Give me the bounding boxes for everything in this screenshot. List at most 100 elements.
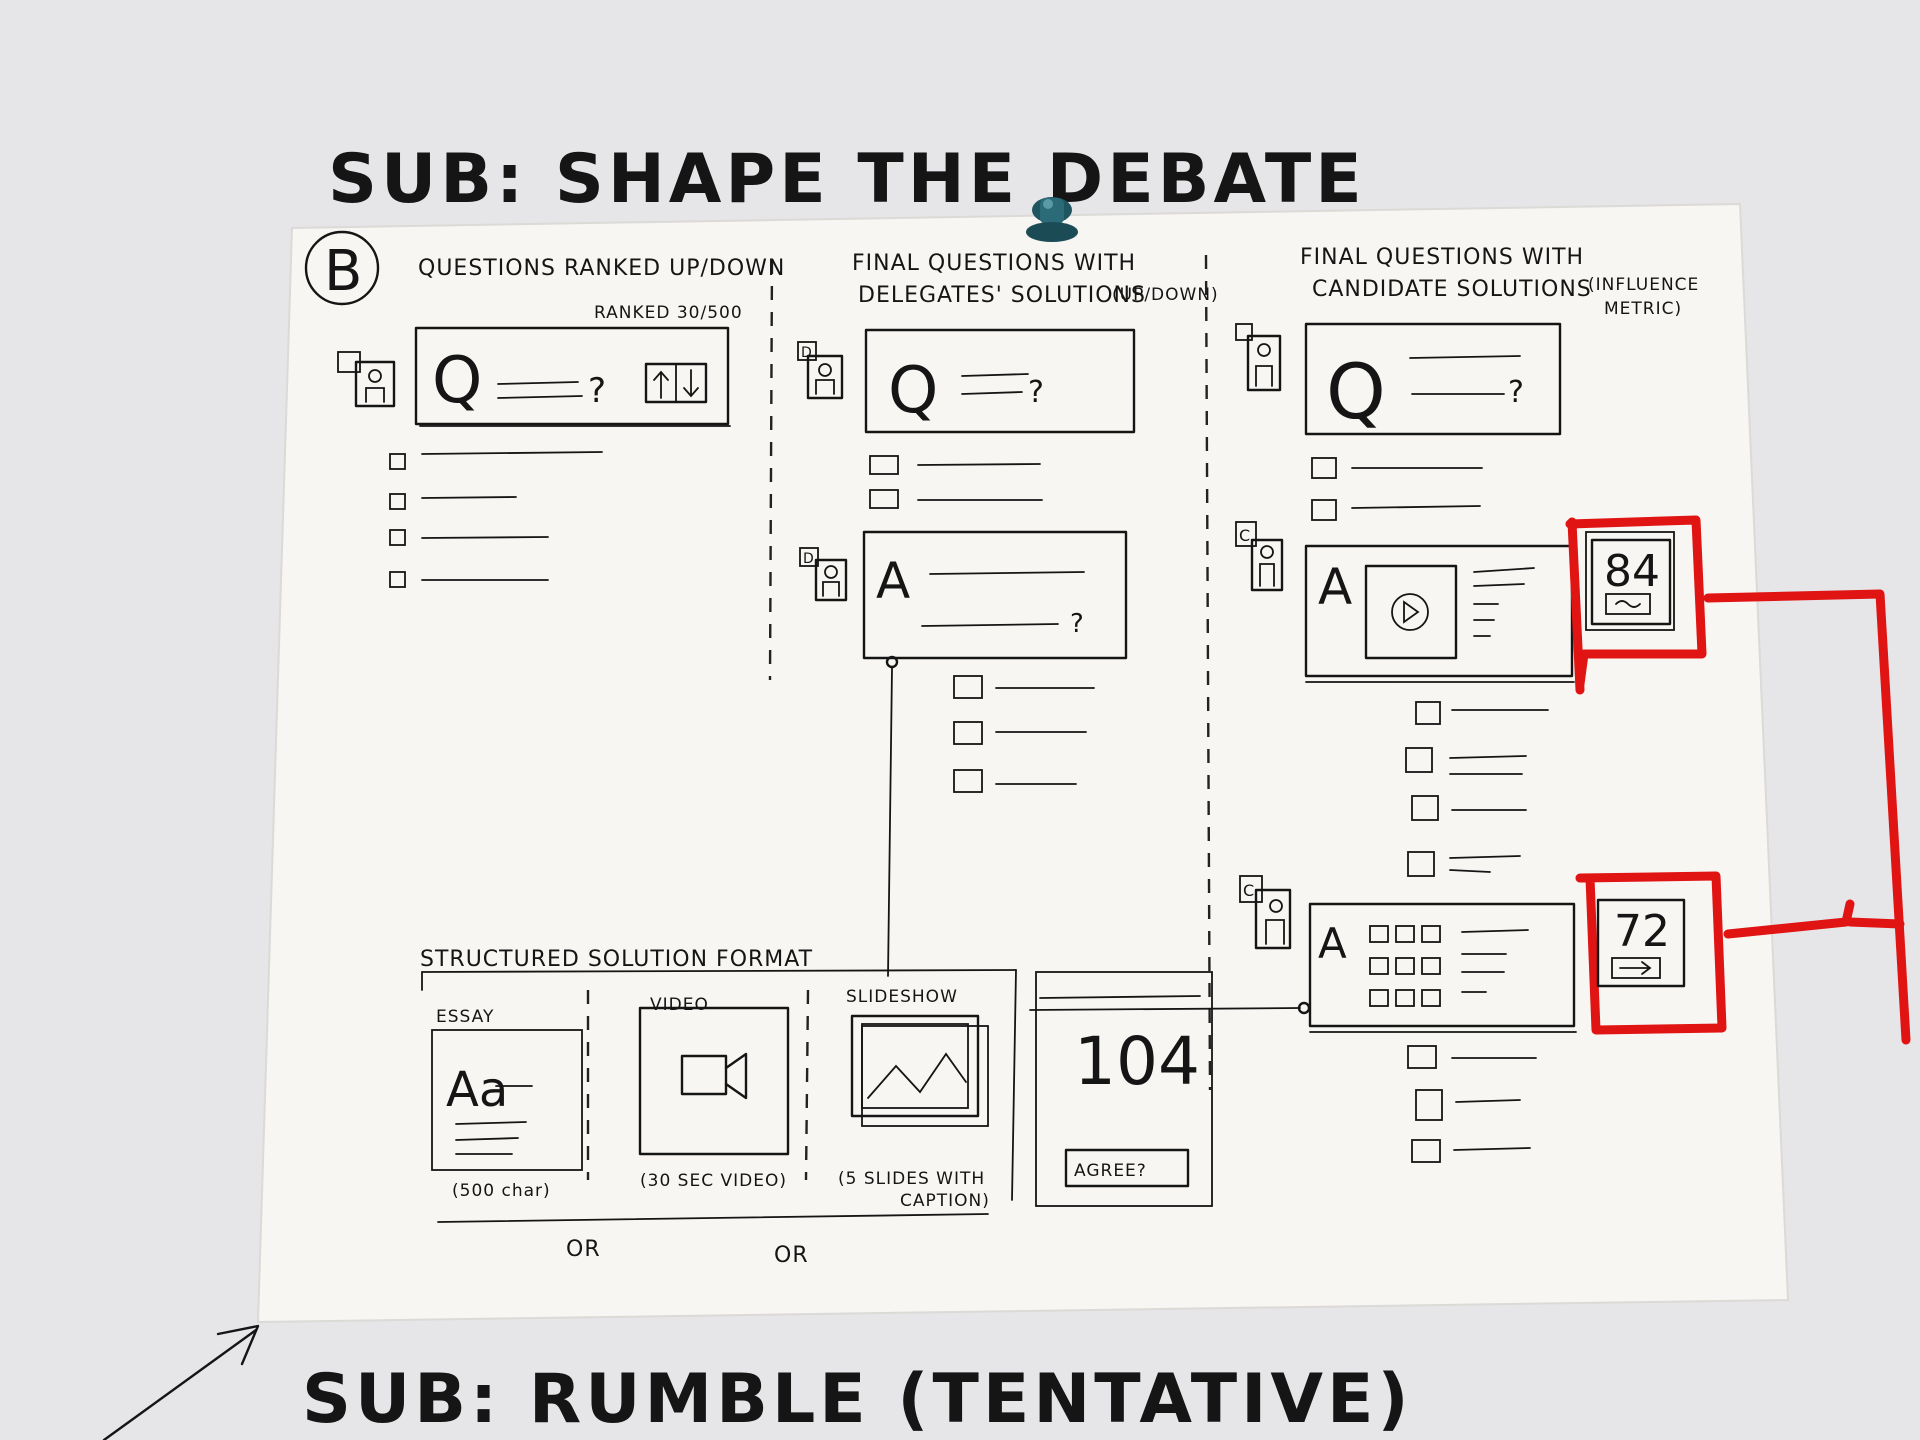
list-checkbox[interactable] — [1405, 747, 1433, 773]
column-candidate-solutions: FINAL QUESTIONS WITH CANDIDATE SOLUTIONS… — [1235, 245, 1699, 1163]
agree-button[interactable] — [1064, 1148, 1190, 1188]
svg-text:?: ? — [588, 371, 606, 411]
col2-title-line2: DELEGATES' SOLUTIONS — [858, 283, 1146, 308]
column-questions-ranked: QUESTIONS RANKED UP/DOWN RANKED 30/500 Q… — [337, 256, 785, 588]
svg-text:B: B — [324, 239, 362, 304]
avatar-icon: D — [799, 547, 848, 602]
video-caption: (30 SEC VIDEO) — [640, 1171, 787, 1191]
metric-bar-icon — [1605, 593, 1651, 615]
list-checkbox[interactable] — [389, 571, 406, 588]
q-glyph: Q — [432, 344, 482, 418]
list-checkbox[interactable] — [953, 769, 983, 793]
or-label-1: OR — [566, 1237, 601, 1262]
avatar-icon: C — [1235, 521, 1284, 592]
image-icon — [867, 1052, 967, 1099]
essay-glyph: Aa — [446, 1062, 508, 1118]
column-delegate-solutions: FINAL QUESTIONS WITH DELEGATES' SOLUTION… — [797, 251, 1219, 977]
list-checkbox[interactable] — [1415, 701, 1441, 725]
avatar-icon — [337, 351, 396, 408]
svg-text:Q: Q — [1326, 347, 1386, 436]
list-checkbox[interactable] — [389, 493, 406, 510]
arrow-icon — [102, 1324, 260, 1440]
list-checkbox[interactable] — [869, 489, 899, 509]
question-card[interactable]: Q ? — [1304, 322, 1562, 436]
essay-label: ESSAY — [436, 1007, 494, 1027]
list-checkbox[interactable] — [1407, 851, 1435, 877]
list-checkbox[interactable] — [953, 675, 983, 699]
list-checkbox[interactable] — [1411, 795, 1439, 821]
list-checkbox[interactable] — [1415, 1089, 1443, 1121]
list-checkbox[interactable] — [1411, 1139, 1441, 1163]
svg-text:D: D — [801, 345, 812, 361]
metric-value: 84 — [1604, 546, 1660, 597]
avatar-icon — [1235, 323, 1282, 392]
avatar-icon: D — [797, 341, 844, 400]
answer-card[interactable]: A ? — [862, 530, 1128, 660]
col3-note-line2: METRIC) — [1604, 299, 1682, 319]
col1-title: QUESTIONS RANKED UP/DOWN — [418, 256, 785, 281]
metric-arrow-icon — [1611, 957, 1661, 979]
svg-text:?: ? — [1508, 375, 1524, 410]
column-divider-2 — [1204, 254, 1212, 1091]
question-card[interactable]: Q ? — [864, 328, 1136, 434]
or-label-2: OR — [774, 1243, 809, 1268]
col2-title-note: (UP/DOWN) — [1112, 285, 1219, 305]
list-checkbox[interactable] — [389, 453, 406, 470]
list-checkbox[interactable] — [1407, 1045, 1437, 1069]
structured-solution-format: STRUCTURED SOLUTION FORMAT ESSAY Aa (500… — [420, 947, 1311, 1268]
video-label: VIDEO — [650, 995, 709, 1015]
video-camera-icon — [680, 1052, 748, 1100]
push-pin-icon — [1026, 197, 1078, 242]
list-checkbox[interactable] — [869, 455, 899, 475]
svg-text:?: ? — [1070, 609, 1084, 639]
connector-line — [887, 667, 893, 977]
metric-value: 72 — [1614, 906, 1670, 957]
play-icon[interactable] — [1391, 593, 1429, 631]
question-card[interactable]: Q ? — [414, 326, 731, 427]
column-divider-1 — [768, 259, 774, 681]
svg-text:D: D — [803, 551, 814, 567]
col3-note-line1: (INFLUENCE — [1588, 275, 1699, 295]
essay-option[interactable]: ESSAY Aa (500 char) — [431, 1007, 583, 1201]
vote-up-down-icon[interactable] — [644, 362, 708, 404]
badge-b: B — [304, 230, 380, 306]
slideshow-label: SLIDESHOW — [846, 987, 958, 1007]
col3-title-line1: FINAL QUESTIONS WITH — [1300, 245, 1584, 270]
agree-button-label: AGREE? — [1074, 1161, 1147, 1181]
svg-text:A: A — [876, 552, 910, 610]
list-checkbox[interactable] — [1311, 499, 1337, 521]
ranked-count: RANKED 30/500 — [594, 303, 743, 323]
answer-card-video[interactable]: A — [1304, 544, 1575, 683]
red-bracket-arm — [1723, 899, 1905, 939]
influence-metric-1[interactable]: 84 — [1565, 515, 1707, 695]
essay-caption: (500 char) — [452, 1181, 551, 1201]
page-title: SUB: SHAPE THE DEBATE — [328, 140, 1366, 219]
video-option[interactable]: VIDEO (30 SEC VIDEO) — [638, 995, 790, 1191]
red-bracket — [1703, 589, 1911, 1045]
list-checkbox[interactable] — [1311, 457, 1337, 479]
slide-grid-icon — [1369, 925, 1441, 1007]
question-list — [389, 451, 603, 588]
agree-counter-panel: 104 AGREE? — [1029, 971, 1301, 1207]
svg-text:C: C — [1239, 526, 1250, 545]
answer-card-slideshow[interactable]: A — [1308, 902, 1577, 1033]
list-checkbox[interactable] — [389, 529, 406, 546]
structured-title: STRUCTURED SOLUTION FORMAT — [420, 947, 813, 972]
bottom-heading: SUB: RUMBLE (TENTATIVE) — [302, 1360, 1413, 1439]
agree-count: 104 — [1074, 1023, 1200, 1100]
list-checkbox[interactable] — [953, 721, 983, 745]
svg-text:?: ? — [1028, 375, 1044, 410]
slideshow-option[interactable]: SLIDESHOW (5 SLIDES WITH CAPTION) — [838, 987, 990, 1211]
slideshow-caption-line1: (5 SLIDES WITH — [838, 1169, 985, 1189]
col2-title-line1: FINAL QUESTIONS WITH — [852, 251, 1136, 276]
slideshow-caption-line2: CAPTION) — [900, 1191, 990, 1211]
col3-title-line2: CANDIDATE SOLUTIONS — [1312, 277, 1592, 302]
svg-text:A: A — [1318, 919, 1347, 968]
avatar-icon: C — [1239, 875, 1292, 950]
svg-text:C: C — [1243, 881, 1254, 900]
svg-text:A: A — [1318, 558, 1352, 616]
influence-metric-2[interactable]: 72 — [1575, 871, 1727, 1035]
svg-text:Q: Q — [888, 354, 938, 428]
